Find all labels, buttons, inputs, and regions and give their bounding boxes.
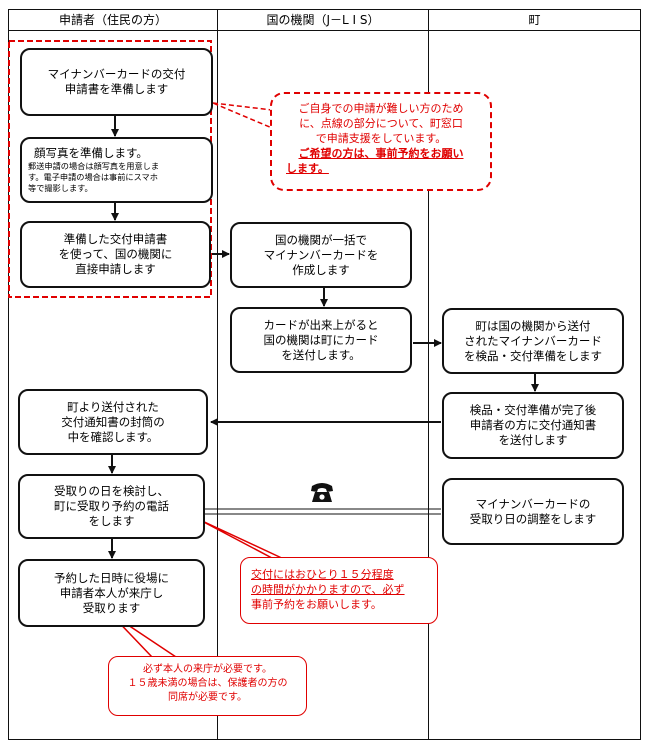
- header-town: 町: [528, 13, 541, 27]
- step-pickup-card: 予約した日時に役場に 申請者本人が来庁し 受取ります: [18, 559, 205, 627]
- step-check-notice: 町より送付された 交付通知書の封筒の 中を確認します。: [18, 389, 208, 455]
- step-text: 町は国の機関から送付: [475, 318, 591, 333]
- step-text: 受取ります: [82, 600, 141, 615]
- support-callout: ご自身での申請が難しい方のため に、点線の部分について、町窓口 で申請支援をして…: [270, 92, 492, 191]
- callout-text: ご自身での申請が難しい方のため: [298, 102, 464, 115]
- step-text: マイナンバーカードの: [475, 496, 591, 511]
- step-prepare-photo: 顔写真を準備します。 郵送申請の場合は顔写真を用意しま す。電子申請の場合は事前…: [20, 137, 213, 203]
- step-text: 申請者本人が来庁し: [59, 585, 164, 600]
- step-text: 受取り日の調整をします: [469, 511, 597, 526]
- step-note: 等で撮影します。: [28, 183, 93, 193]
- callout-text: １５歳未満の場合は、保護者の方の: [127, 678, 288, 689]
- step-text: 準備した交付申請書: [63, 232, 168, 246]
- step-text: 国の機関が一括で: [275, 232, 367, 247]
- callout-text: で申請支援をしています。: [315, 132, 447, 145]
- step-text: 申請書を準備します: [64, 82, 169, 96]
- step-text: 検品・交付準備が完了後: [469, 403, 597, 417]
- step-inspect-card: 町は国の機関から送付 されたマイナンバーカード を検品・交付準備をします: [442, 308, 624, 374]
- telephone-icon: [311, 483, 333, 502]
- step-text: を送付します。: [281, 347, 361, 362]
- step-send-notice: 検品・交付準備が完了後 申請者の方に交付通知書 を送付します: [442, 392, 624, 459]
- step-text: マイナンバーカードの交付: [47, 67, 186, 81]
- callout-text: の時間がかかりますので、必ず: [251, 583, 405, 596]
- presence-callout: 必ず本人の来庁が必要です。 １５歳未満の場合は、保護者の方の 同席が必要です。: [108, 656, 307, 716]
- callout-text: 事前予約をお願いします。: [251, 598, 382, 611]
- step-title: 顔写真を準備します。: [34, 146, 148, 160]
- time-callout-pointer: [197, 518, 287, 561]
- header-agency: 国の機関（J－L I S）: [266, 13, 380, 27]
- step-text: 国の機関は町にカード: [263, 332, 379, 347]
- step-text: 申請者の方に交付通知書: [469, 418, 597, 432]
- step-create-card: 国の機関が一括で マイナンバーカードを 作成します: [230, 222, 412, 288]
- callout-text: 交付にはおひとり１５分程度: [251, 568, 394, 581]
- callout-emphasis: します。: [286, 162, 329, 175]
- step-note: す。電子申請の場合は事前にスマホ: [28, 172, 158, 182]
- step-text: マイナンバーカードを: [263, 247, 379, 262]
- step-text: を送付します: [498, 433, 568, 447]
- support-callout-pointer: [212, 102, 273, 130]
- step-note: 郵送申請の場合は顔写真を用意しま: [28, 161, 160, 171]
- step-text: されたマイナンバーカード: [464, 333, 602, 348]
- step-submit-application: 準備した交付申請書 を使って、国の機関に 直接申請します: [20, 221, 211, 288]
- step-text: 中を確認します。: [67, 429, 159, 444]
- header-applicant: 申請者（住民の方）: [58, 13, 167, 27]
- callout-text: 必ず本人の来庁が必要です。: [143, 664, 272, 675]
- callout-emphasis: ご希望の方は、事前予約をお願い: [298, 147, 464, 160]
- callout-text: 同席が必要です。: [168, 692, 247, 703]
- step-text: を使って、国の機関に: [58, 247, 173, 261]
- step-text: 作成します: [292, 262, 350, 277]
- step-text: 交付通知書の封筒の: [61, 414, 165, 429]
- table-frame: [8, 9, 641, 740]
- callout-text: に、点線の部分について、町窓口: [299, 117, 463, 130]
- step-call-reservation: 受取りの日を検討し、 町に受取り予約の電話 をします: [18, 474, 205, 539]
- step-text: 町に受取り予約の電話: [54, 499, 169, 513]
- step-prepare-application: マイナンバーカードの交付 申請書を準備します: [20, 48, 213, 116]
- step-text: 直接申請します: [75, 262, 156, 276]
- step-text: 受取りの日を検討し、: [54, 484, 169, 498]
- step-schedule-pickup: マイナンバーカードの 受取り日の調整をします: [442, 478, 624, 545]
- step-text: カードが出来上がると: [263, 317, 379, 332]
- step-text: 町より送付された: [67, 399, 159, 414]
- step-text: 予約した日時に役場に: [54, 570, 169, 585]
- step-text: を検品・交付準備をします: [464, 348, 602, 363]
- step-text: をします: [88, 514, 135, 528]
- step-send-card-to-town: カードが出来上がると 国の機関は町にカード を送付します。: [230, 307, 412, 373]
- time-callout: 交付にはおひとり１５分程度 の時間がかかりますので、必ず 事前予約をお願いします…: [240, 557, 438, 624]
